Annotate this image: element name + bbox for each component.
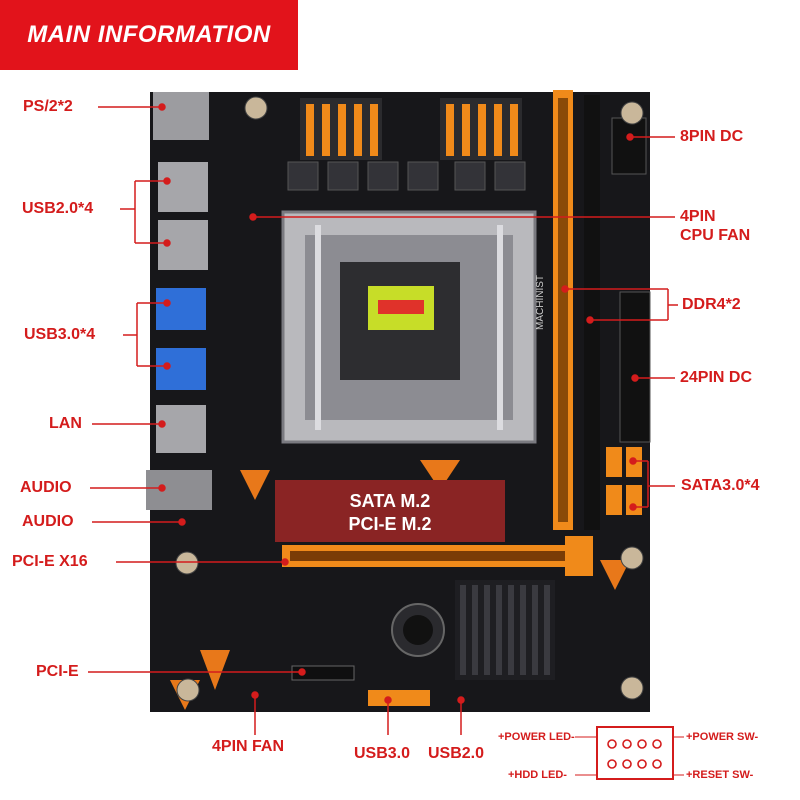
vrm-heatsink-right bbox=[440, 98, 522, 160]
label-audio-front: AUDIO bbox=[22, 513, 74, 530]
chokes bbox=[287, 161, 526, 191]
label-sata: SATA3.0*4 bbox=[681, 477, 760, 494]
label-8pin-dc: 8PIN DC bbox=[680, 128, 744, 145]
24pin-connector bbox=[619, 291, 651, 443]
label-power-sw: +POWER SW- bbox=[686, 731, 759, 743]
io-ports bbox=[146, 92, 212, 510]
label-usb30-header: USB3.0 bbox=[354, 745, 411, 762]
main-information-banner: MAIN INFORMATION bbox=[0, 0, 298, 70]
pcie-x1-slot bbox=[291, 665, 355, 681]
cpu-socket bbox=[281, 210, 537, 444]
label-usb20-header: USB2.0 bbox=[428, 745, 485, 762]
chipset-heatsink bbox=[455, 580, 555, 680]
8pin-connector bbox=[611, 117, 647, 175]
label-4pin-cpu-fan-line1: 4PIN bbox=[680, 208, 716, 225]
m2-label-line1: SATA M.2 bbox=[350, 491, 431, 511]
label-24pin-dc: 24PIN DC bbox=[680, 369, 753, 386]
m2-slot bbox=[275, 480, 505, 542]
label-4pin-cpu-fan-line2: CPU FAN bbox=[680, 227, 751, 244]
m2-label-line2: PCI-E M.2 bbox=[348, 514, 431, 534]
front-panel-diagram bbox=[596, 726, 674, 780]
label-audio-rear: AUDIO bbox=[20, 479, 72, 496]
label-power-led: +POWER LED- bbox=[498, 731, 575, 743]
label-ddr4: DDR4*2 bbox=[682, 296, 741, 313]
label-hdd-led: +HDD LED- bbox=[508, 769, 567, 781]
label-lan: LAN bbox=[49, 415, 82, 432]
ddr4-slots bbox=[553, 90, 600, 530]
label-reset-sw: +RESET SW- bbox=[686, 769, 754, 781]
leader-lines bbox=[88, 103, 684, 776]
label-4pin-fan: 4PIN FAN bbox=[212, 738, 285, 755]
mounting-holes bbox=[175, 96, 644, 702]
label-ps2: PS/2*2 bbox=[23, 98, 73, 115]
label-pcie: PCI-E bbox=[36, 663, 79, 680]
cmos-battery bbox=[391, 603, 445, 657]
usb3-header bbox=[368, 690, 430, 706]
label-pcie-x16: PCI-E X16 bbox=[12, 553, 88, 570]
brand-text: MACHINIST bbox=[535, 275, 546, 330]
vrm-heatsink-left bbox=[300, 98, 382, 160]
label-usb20: USB2.0*4 bbox=[22, 200, 94, 217]
label-usb30: USB3.0*4 bbox=[24, 326, 96, 343]
